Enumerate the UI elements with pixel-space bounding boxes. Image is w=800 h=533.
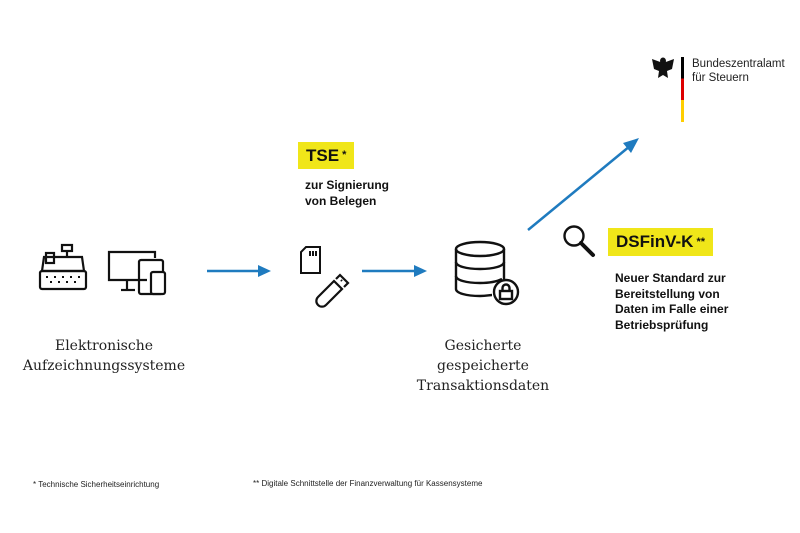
arrow-storage-to-bzst xyxy=(527,145,631,231)
tse-desc-line1: zur Signierung xyxy=(305,178,389,192)
federal-eagle-icon xyxy=(652,57,674,78)
magnifier-icon xyxy=(563,225,595,257)
dsfinv-label: DSFinV-K xyxy=(616,232,694,251)
footnote-dsfinv: ** Digitale Schnittstelle der Finanzverw… xyxy=(253,479,483,488)
logo-line2: für Steuern xyxy=(692,72,749,84)
dsfinv-marker: ** xyxy=(696,236,706,248)
database-lock-icon xyxy=(454,240,520,306)
dsfinv-description: Neuer Standard zur Bereitstellung von Da… xyxy=(615,271,728,333)
storage-caption: Gesicherte gespeicherte Transaktionsdate… xyxy=(383,336,583,396)
dsfinv-desc-line: Neuer Standard zur xyxy=(615,271,726,285)
logo-line1: Bundeszentralamt xyxy=(692,58,785,70)
arrow-head xyxy=(623,138,639,153)
tse-marker: * xyxy=(342,149,347,161)
dsfinv-desc-line: Betriebsprüfung xyxy=(615,317,709,332)
storage-caption-line2: gespeicherte xyxy=(437,358,529,374)
flag-stripe xyxy=(681,57,684,122)
storage-caption-line3: Transaktionsdaten xyxy=(416,378,550,394)
tse-description: zur Signierung von Belegen xyxy=(305,178,389,209)
tse-label: TSE xyxy=(306,146,340,165)
footnote-tse: * Technische Sicherheitseinrichtung xyxy=(33,480,160,489)
dsfinv-badge: DSFinV-K** xyxy=(608,228,714,256)
systems-caption: Elektronische Aufzeichnungssysteme xyxy=(4,336,204,376)
arrow-head xyxy=(258,265,271,277)
arrow-head xyxy=(414,265,427,277)
devices-icon xyxy=(107,250,167,296)
cash-register-icon xyxy=(38,243,88,291)
logo-text: Bundeszentralamt für Steuern xyxy=(692,57,785,85)
systems-caption-line2: Aufzeichnungssysteme xyxy=(22,358,186,374)
systems-caption-line1: Elektronische xyxy=(54,338,154,354)
storage-caption-line1: Gesicherte xyxy=(444,338,522,354)
usb-stick-icon xyxy=(315,273,350,308)
sd-card-icon xyxy=(300,246,321,274)
dsfinv-desc-line: Bereitstellung von xyxy=(615,286,720,301)
tse-badge: TSE* xyxy=(298,142,355,169)
tse-desc-line2: von Belegen xyxy=(305,193,377,208)
dsfinv-desc-line: Daten im Falle einer xyxy=(615,302,729,316)
